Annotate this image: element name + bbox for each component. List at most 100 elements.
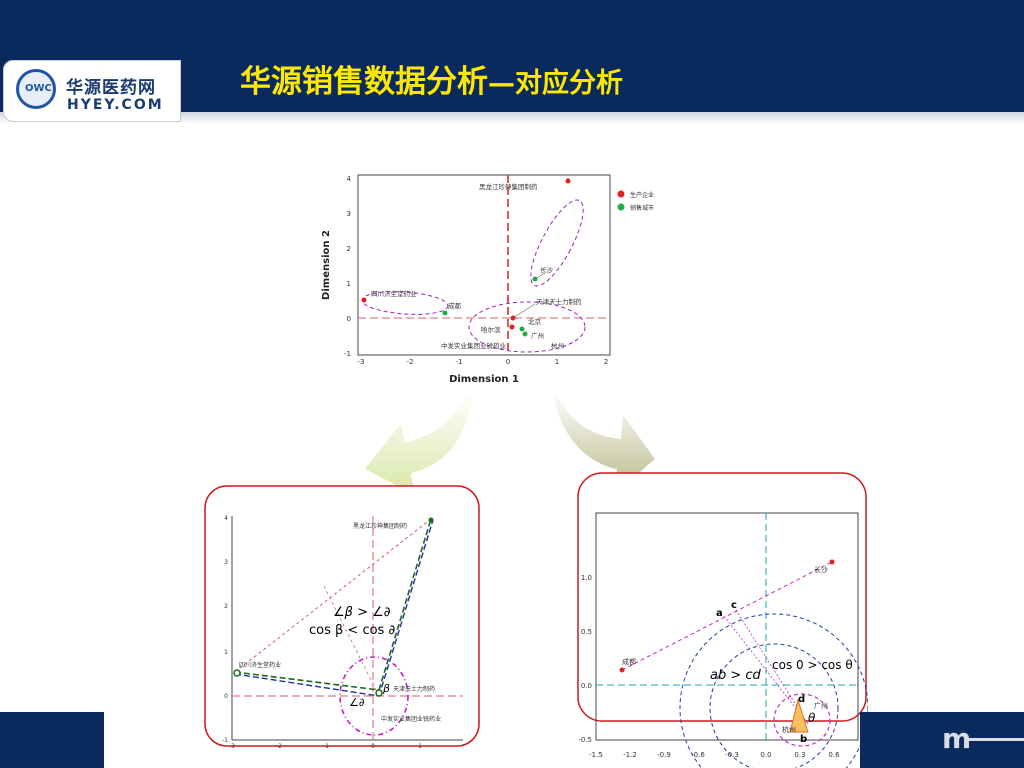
beta-label: β	[382, 682, 390, 695]
y-tick: 1.0	[581, 574, 592, 582]
label-changsha: 长沙	[814, 565, 828, 574]
logo-mark-text: OWC	[25, 83, 52, 94]
formula-cos: cos β < cos ∂	[309, 623, 395, 638]
point-chengdu	[619, 667, 625, 673]
y-tick: -0.5	[578, 736, 592, 744]
y-tick: 2	[224, 603, 228, 610]
y-tick: 0	[347, 315, 351, 323]
alpha-label: ∠∂	[349, 696, 365, 709]
logo-english-name: HYEY.COM	[67, 97, 164, 113]
footer-bar-left	[0, 712, 104, 768]
point-heilongjiang	[428, 517, 434, 523]
label-guangzhou: 广州	[531, 331, 544, 340]
x-tick: -0.9	[657, 751, 671, 759]
point-a-label: a	[716, 608, 723, 619]
legend-marker-producer	[617, 190, 625, 198]
y-tick: 4	[224, 515, 228, 522]
x-tick: 2	[604, 358, 608, 366]
x-tick: 1	[418, 743, 422, 748]
arrows	[365, 391, 655, 495]
legend-city: 销售城市	[630, 204, 654, 212]
x-tick: -1	[456, 358, 463, 366]
point-sichuan	[361, 297, 367, 303]
x-tick: -3	[229, 743, 235, 748]
theta-label: θ	[808, 711, 816, 725]
formula-distance: ab > cd	[710, 668, 762, 683]
label-heilongjiang: 黑龙江珍神集团制药	[353, 522, 407, 530]
slide-title: 华源销售数据分析—对应分析	[240, 56, 623, 101]
label-chengdu: 成都	[448, 301, 462, 310]
x-tick: -3	[358, 358, 365, 366]
label-zhongan: 中发实业集团业锐药业	[441, 341, 507, 350]
cluster-ellipse-upper	[530, 199, 584, 287]
point-d-label: d	[798, 694, 805, 705]
formula-cos: cos 0 > cos θ	[772, 658, 853, 672]
point-tianjin	[375, 689, 383, 697]
point-guangzhou	[522, 331, 528, 337]
label-changsha: 长沙	[540, 265, 554, 274]
label-sichuan: 四川济生堂药业	[371, 289, 417, 298]
footer-line	[966, 738, 1024, 741]
x-tick: 0.3	[794, 751, 805, 759]
y-tick: -1	[222, 737, 228, 744]
cluster-ellipse	[773, 693, 831, 747]
y-tick: -1	[344, 350, 351, 358]
y-tick: 0	[224, 693, 228, 700]
header-divider	[0, 112, 1024, 124]
label-guangzhou: 广州	[814, 701, 828, 710]
point-beijing	[519, 326, 525, 332]
label-sichuan: 四川济生堂药业	[239, 661, 281, 669]
correspondence-map-chart: -3 -2 -1 0 1 2 4 3 2 1 0 -1 Dimension 1 …	[205, 134, 745, 396]
x-tick: 0.6	[828, 751, 840, 759]
x-axis-label: Dimension 1	[449, 374, 519, 385]
label-hangzhou: 杭州	[551, 341, 564, 350]
point-b-label: b	[800, 734, 807, 745]
x-tick: -1.5	[589, 751, 603, 759]
y-tick: 1	[224, 649, 228, 656]
point-changsha	[829, 559, 835, 565]
x-tick: 0.0	[760, 751, 771, 759]
slide-title-main: 华源销售数据分析	[240, 64, 488, 100]
x-tick: -0.3	[725, 751, 739, 759]
left-angle-panel: 4 3 2 1 0 -1 黑龙江珍神集团制药 四川济生堂药业 天津天士力制药 中…	[204, 485, 480, 748]
point-zhongan	[509, 324, 515, 330]
label-chengdu: 成都	[622, 657, 636, 666]
left-panel-border	[204, 485, 480, 747]
logo-chinese-name: 华源医药网	[66, 78, 156, 98]
distance-circle-inner	[709, 643, 839, 768]
point-heilongjiang	[565, 178, 571, 184]
formula-angle: ∠β > ∠∂	[333, 605, 391, 620]
legend-marker-city	[617, 203, 625, 211]
point-chengdu	[442, 310, 448, 316]
cluster-ellipse-center	[468, 301, 586, 353]
right-panel-border	[577, 472, 867, 722]
y-tick: 3	[224, 559, 228, 566]
label-tianjin: 天津天士力制药	[393, 685, 435, 693]
y-tick: 3	[347, 210, 351, 218]
x-tick: 1	[555, 358, 559, 366]
right-distance-panel: 1.0 0.5 0.0 -0.5 长沙 成都 广州 杭州 a c d b cos…	[577, 472, 868, 768]
legend-producer: 生产企业	[630, 191, 654, 199]
label-heilongjiang: 黑龙江珍神集团制药	[479, 182, 538, 191]
highlight-circle	[339, 656, 409, 736]
y-tick: 1	[347, 280, 351, 288]
plot-frame	[357, 174, 611, 356]
point-c-label: c	[731, 600, 737, 611]
arrow-left-icon	[365, 391, 473, 495]
x-tick: 0	[371, 743, 375, 748]
x-tick: -1.2	[623, 751, 637, 759]
arrow-right-icon	[553, 391, 655, 495]
x-tick: -2	[276, 743, 282, 748]
label-tianjin: 天津天士力制药	[536, 297, 582, 306]
y-axis-label: Dimension 2	[321, 230, 332, 300]
logo-icon: OWC	[16, 69, 56, 109]
x-tick: -0.6	[691, 751, 705, 759]
y-tick: 0.5	[581, 628, 592, 636]
y-tick: 0.0	[581, 682, 592, 690]
x-tick: -2	[407, 358, 414, 366]
label-beijing: 北京	[528, 317, 542, 326]
y-tick: 2	[347, 245, 351, 253]
label-harbin: 哈尔滨	[481, 325, 501, 334]
label-zhongan: 中发实业集团业锐药业	[381, 715, 441, 723]
logo: OWC 华源医药网 HYEY.COM	[3, 60, 181, 122]
